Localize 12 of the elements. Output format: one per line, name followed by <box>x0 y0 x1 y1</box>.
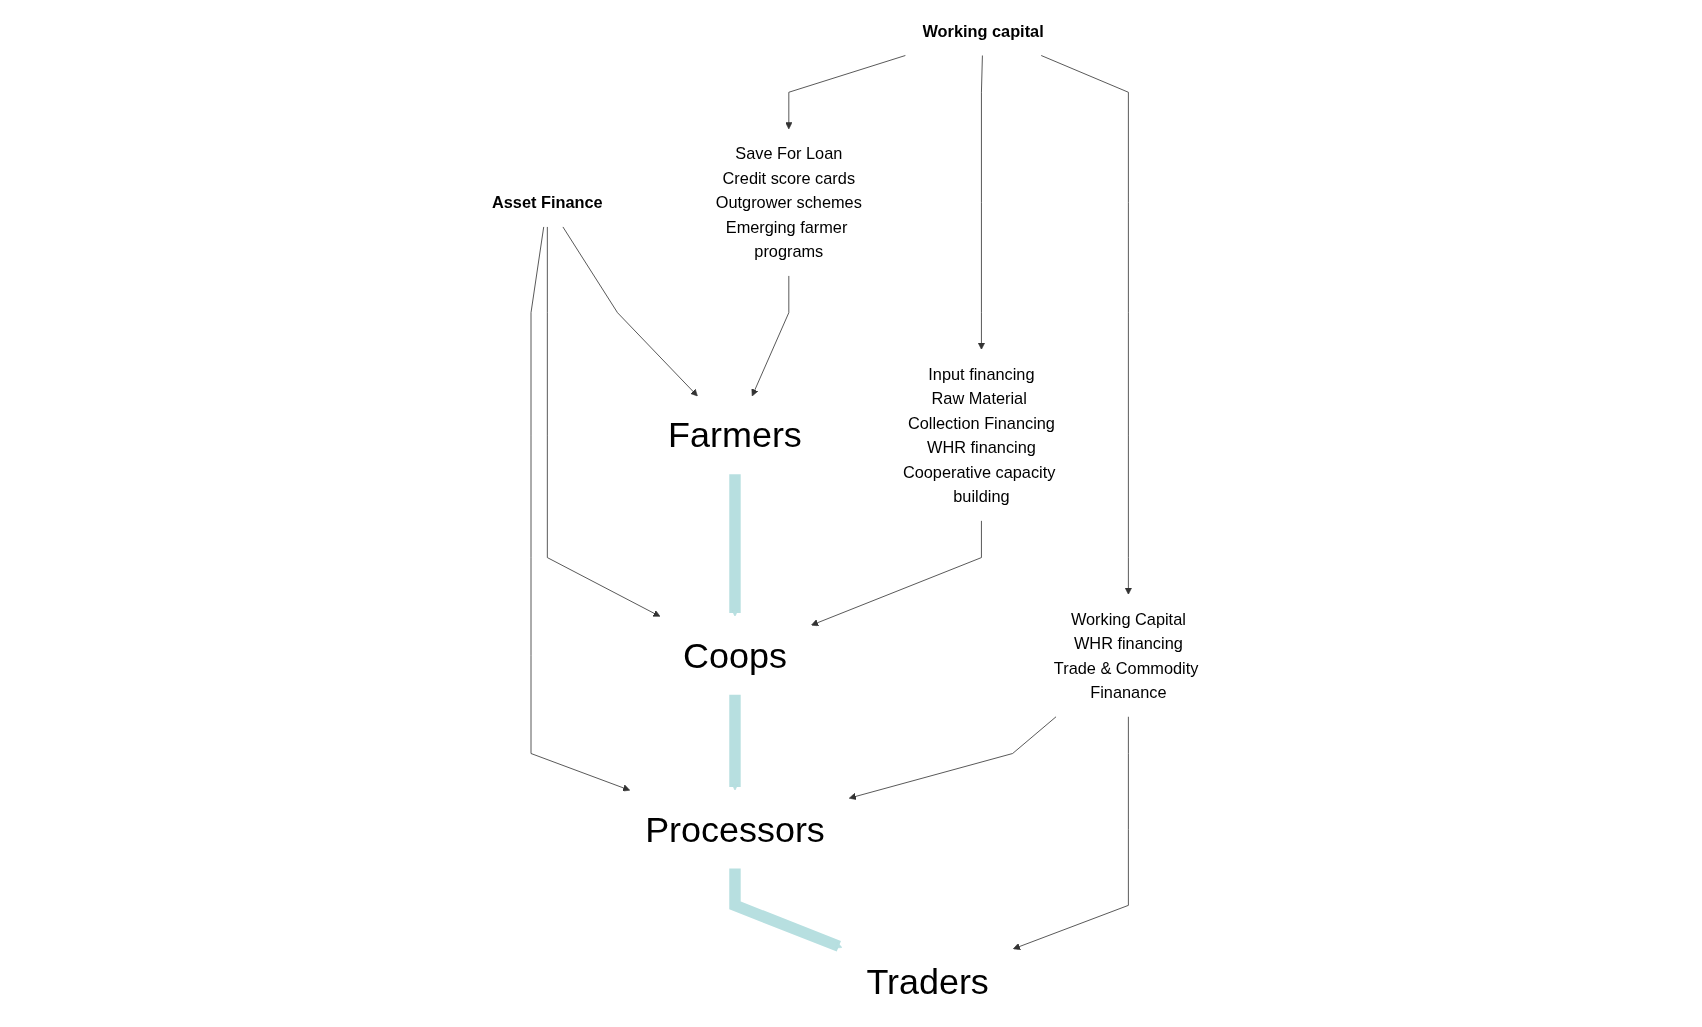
node-text: Asset Finance <box>491 193 603 212</box>
arrow <box>729 474 741 617</box>
node-text: Farmers <box>668 414 802 455</box>
node-text: Working Capital WHR financing Trade & Commodity Finanance <box>1053 609 1199 702</box>
arrow <box>729 694 741 791</box>
node-text: Processors <box>645 809 825 850</box>
node-text: Traders <box>866 960 989 1001</box>
arrow <box>729 868 843 952</box>
node-text: Save For Loan Credit score cards Outgrower schemes Emerging farmer programs <box>715 144 862 261</box>
node-text: Input financing Raw Material Collection Financing WHR financing Cooperative capacity building <box>902 364 1056 506</box>
node-text: Working capital <box>922 22 1044 40</box>
node-text: Coops <box>683 635 787 676</box>
